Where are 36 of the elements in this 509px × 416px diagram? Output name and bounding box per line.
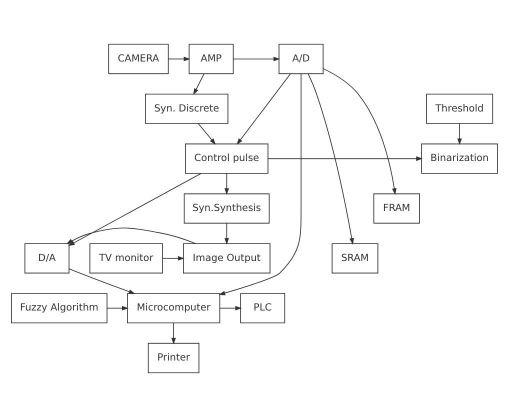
node-box: Syn. Discrete [145,93,228,124]
node-box: FRAM [373,192,420,224]
node-box: CAMERA [108,43,169,74]
arrow [224,222,229,244]
arrow [168,56,190,61]
node-box: Image Output [183,242,270,273]
node-box: D/A [24,242,70,273]
arrow [66,227,196,244]
arrow [219,305,242,310]
arrow [68,268,136,294]
arrow [171,322,176,344]
arrow [268,156,423,160]
node-box: SRAM [332,242,378,273]
node-box: Printer [148,342,200,373]
node-box: AMP [188,43,234,74]
arrow [308,73,354,244]
arrow [224,172,229,194]
node-box: Fuzzy Algorithm [11,292,108,323]
arrow [457,122,462,144]
arrow [322,68,397,194]
node-box: PLC [240,292,286,323]
node-box: Syn.Synthesis [184,192,270,224]
arrow [236,72,291,144]
arrow [162,256,184,260]
node-box: TV monitor [89,242,163,273]
node-box: Microcomputer [127,292,220,323]
arrow [68,172,202,246]
arrow [232,56,280,61]
node-box: Threshold [426,93,494,124]
node-box: Control pulse [185,143,268,174]
node-box: A/D [278,43,324,74]
arrow [106,305,129,310]
arrow [218,72,302,295]
arrow [193,72,205,95]
arrow [198,122,216,144]
node-box: Binarization [421,143,498,174]
